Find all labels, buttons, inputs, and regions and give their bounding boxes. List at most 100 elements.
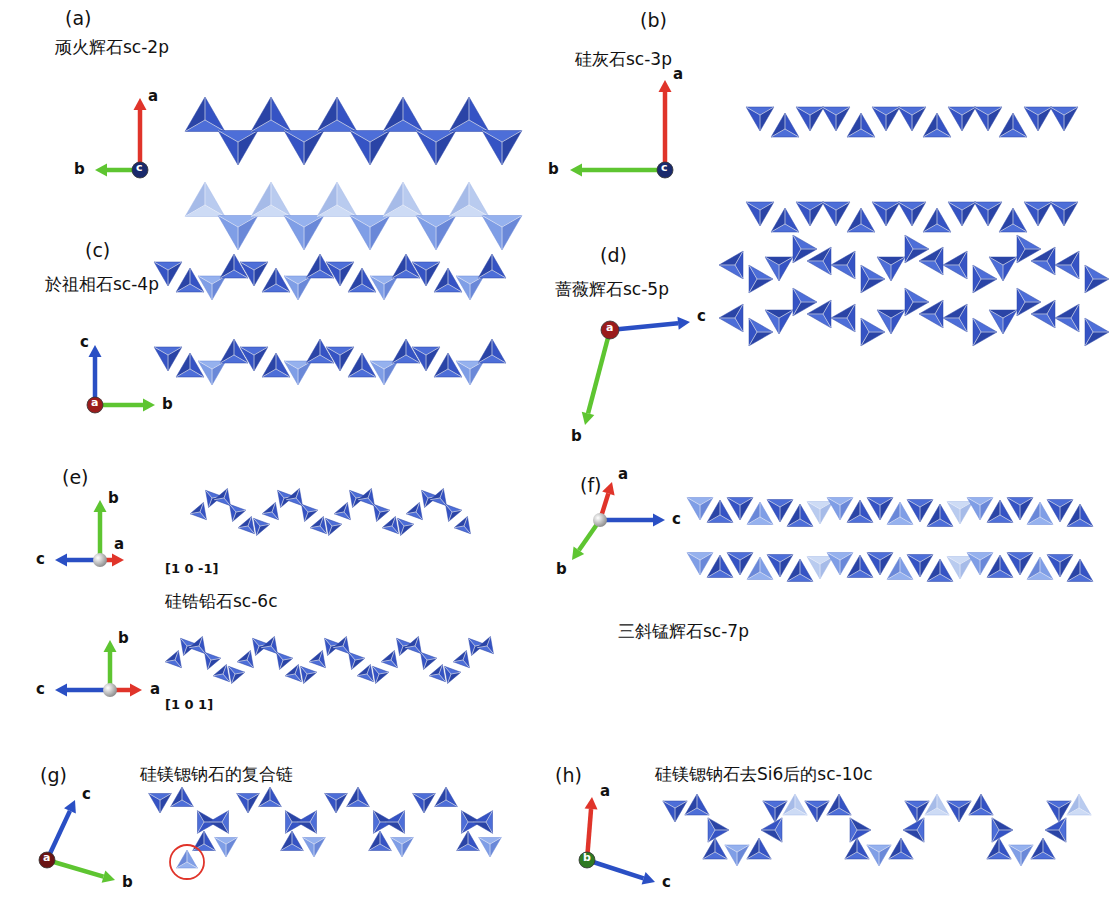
tetrahedron-face bbox=[1055, 304, 1079, 318]
tetrahedron-edge bbox=[190, 268, 191, 284]
tetrahedron-edge bbox=[1013, 224, 1027, 232]
tetrahedron-face bbox=[257, 524, 270, 535]
tetrahedron-edge bbox=[847, 265, 855, 279]
tetrahedron-face bbox=[209, 822, 229, 833]
tetrahedron-edge bbox=[204, 844, 215, 851]
direction-index: [1 0 1] bbox=[165, 698, 213, 713]
tetrahedron-edge bbox=[1045, 830, 1059, 831]
tetrahedron-edge bbox=[380, 510, 390, 512]
tetrahedron-edge bbox=[295, 674, 301, 682]
tetrahedron-edge bbox=[320, 339, 321, 355]
tetrahedron-face bbox=[807, 314, 831, 328]
tetrahedron-face bbox=[886, 202, 900, 226]
tetrahedron-edge bbox=[468, 844, 479, 851]
tetrahedron-face bbox=[384, 276, 398, 300]
tetrahedron-edge bbox=[358, 787, 359, 800]
tetrahedron-face bbox=[502, 131, 522, 166]
tetrahedron-face bbox=[176, 353, 190, 377]
tetrahedron-edge bbox=[220, 355, 234, 363]
silicate-chain bbox=[190, 489, 470, 536]
tetrahedron-edge bbox=[422, 490, 428, 498]
tetrahedron-edge bbox=[1047, 314, 1055, 328]
tetrahedron-face bbox=[317, 97, 337, 132]
tetrahedron-edge bbox=[469, 97, 470, 120]
tetrahedron-face bbox=[880, 498, 893, 521]
tetrahedron-edge bbox=[463, 651, 466, 660]
tetrahedron-face bbox=[286, 489, 299, 500]
tetrahedron-edge bbox=[999, 852, 1011, 859]
tetrahedron-edge bbox=[988, 210, 989, 226]
tetrahedron-edge bbox=[817, 808, 818, 822]
tetrahedron-edge bbox=[226, 838, 237, 845]
axis-head bbox=[653, 514, 665, 527]
tetrahedron-edge bbox=[344, 503, 347, 512]
axis-head bbox=[570, 164, 582, 177]
tetrahedron-face bbox=[927, 559, 940, 582]
tetrahedron-face bbox=[189, 646, 205, 654]
tetrahedron-face bbox=[1017, 235, 1041, 249]
tetrahedron-edge bbox=[401, 526, 404, 535]
tetrahedron-face bbox=[261, 637, 274, 648]
tetrahedron-edge bbox=[920, 507, 921, 522]
tetrahedron-edge bbox=[907, 555, 920, 563]
tetrahedron-edge bbox=[860, 570, 873, 578]
tetrahedron-edge bbox=[304, 216, 324, 228]
tetrahedron-edge bbox=[187, 850, 188, 862]
tetrahedron-face bbox=[707, 500, 720, 523]
tetrahedron-edge bbox=[880, 553, 893, 561]
tetrahedron-edge bbox=[370, 276, 384, 284]
tetrahedron-face bbox=[749, 332, 773, 346]
tetrahedron-face bbox=[286, 498, 302, 506]
tetrahedron-edge bbox=[1080, 559, 1081, 574]
axis-shaft bbox=[588, 330, 610, 413]
tetrahedron-edge bbox=[256, 646, 259, 655]
tetrahedron-edge bbox=[800, 519, 813, 527]
tetrahedron-edge bbox=[457, 844, 468, 851]
tetrahedron-edge bbox=[1024, 202, 1038, 210]
tetrahedron-edge bbox=[271, 205, 291, 217]
tetrahedron-face bbox=[973, 318, 997, 332]
tetrahedron-edge bbox=[823, 261, 831, 275]
tetrahedron-edge bbox=[271, 120, 291, 132]
tetrahedron-edge bbox=[492, 339, 493, 355]
tetrahedron-face bbox=[719, 318, 743, 332]
tetrahedron-edge bbox=[272, 512, 278, 520]
tetrahedron-face bbox=[817, 801, 829, 822]
tetrahedron-face bbox=[261, 646, 277, 654]
tetrahedron-face bbox=[1085, 318, 1109, 332]
tetrahedron-edge bbox=[795, 808, 807, 815]
tetrahedron-face bbox=[787, 504, 800, 527]
tetrahedron-edge bbox=[1079, 794, 1080, 808]
tetrahedron-face bbox=[962, 107, 976, 131]
tetrahedron-edge bbox=[840, 498, 853, 506]
axis-head bbox=[143, 399, 155, 412]
tetrahedron-edge bbox=[861, 129, 875, 137]
tetrahedron-face bbox=[248, 794, 259, 814]
tetrahedron-face bbox=[358, 498, 374, 506]
tetrahedron-edge bbox=[831, 318, 847, 319]
tetrahedron-edge bbox=[235, 672, 245, 674]
tetrahedron-edge bbox=[240, 262, 254, 270]
tetrahedron-edge bbox=[168, 270, 169, 286]
tetrahedron-face bbox=[1067, 559, 1080, 582]
axis-arrow bbox=[95, 399, 155, 412]
tetrahedron-edge bbox=[446, 504, 452, 512]
tetrahedron-edge bbox=[891, 310, 905, 318]
tetrahedron-edge bbox=[1038, 115, 1039, 131]
tetrahedron-edge bbox=[1000, 515, 1013, 523]
tetrahedron-edge bbox=[436, 131, 456, 143]
axis-arrow bbox=[134, 98, 147, 170]
tetrahedron-edge bbox=[999, 224, 1013, 232]
tetrahedron-edge bbox=[920, 562, 921, 577]
tetrahedron-face bbox=[1067, 794, 1079, 815]
tetrahedron-edge bbox=[685, 808, 697, 815]
silicate-chain bbox=[746, 107, 1078, 137]
tetrahedron-edge bbox=[779, 265, 780, 281]
tetrahedron-face bbox=[719, 251, 743, 265]
tetrahedron-edge bbox=[416, 216, 436, 228]
tetrahedron-edge bbox=[765, 257, 779, 265]
tetrahedron-face bbox=[1031, 261, 1055, 275]
tetrahedron-face bbox=[685, 794, 697, 815]
tetrahedron-edge bbox=[879, 845, 891, 852]
tetrahedron-face bbox=[297, 822, 317, 833]
